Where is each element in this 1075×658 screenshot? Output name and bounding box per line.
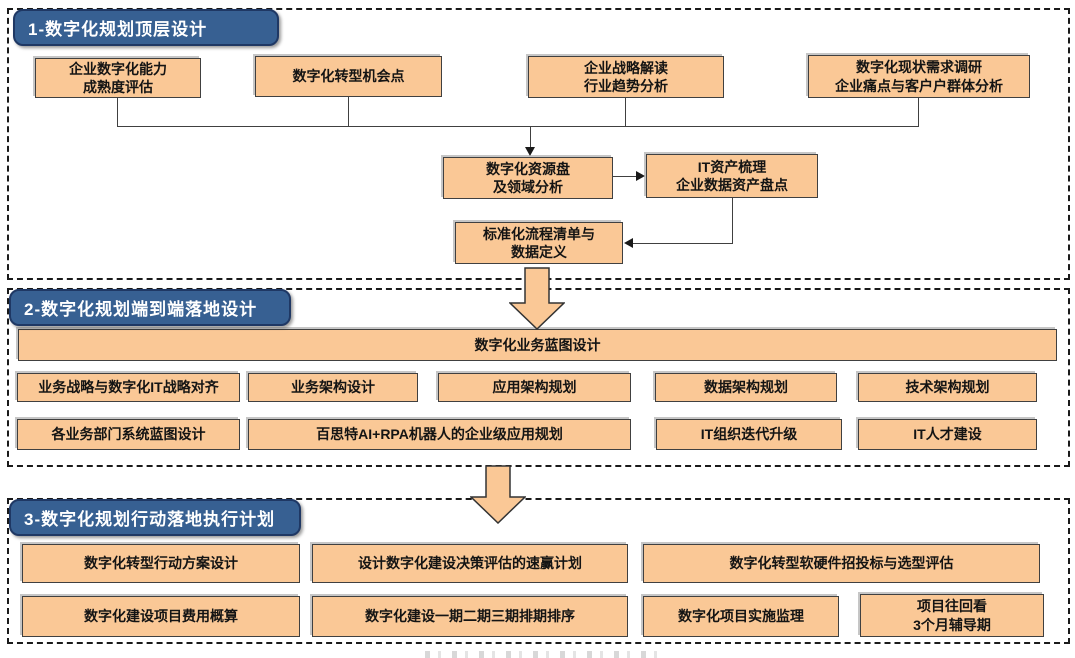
arrowhead-left-icon bbox=[624, 238, 633, 248]
box-it-org-upgrade: IT组织迭代升级 bbox=[656, 419, 842, 450]
connector-drop-4 bbox=[918, 98, 919, 126]
block-arrow-1-icon bbox=[509, 267, 565, 330]
connector-resource-to-it bbox=[613, 176, 637, 177]
connector-it-left bbox=[632, 243, 733, 244]
box-digital-capability-maturity: 企业数字化能力 成熟度评估 bbox=[35, 58, 201, 98]
connector-drop-2 bbox=[348, 97, 349, 126]
section-3-title: 3-数字化规划行动落地执行计划 bbox=[9, 499, 301, 536]
box-business-blueprint: 数字化业务蓝图设计 bbox=[18, 329, 1057, 361]
box-project-cost-estimate: 数字化建设项目费用概算 bbox=[22, 596, 300, 637]
connector-drop-1 bbox=[117, 98, 118, 126]
arrowhead-right-icon bbox=[636, 171, 645, 181]
box-phase-scheduling: 数字化建设一期二期三期排期排序 bbox=[312, 596, 628, 637]
arrowhead-down-icon bbox=[525, 147, 535, 156]
box-implementation-supervision: 数字化项目实施监理 bbox=[643, 596, 839, 637]
clipped-caption-fragment bbox=[425, 651, 660, 658]
box-ai-rpa-planning: 百思特AI+RPA机器人的企业级应用规划 bbox=[248, 419, 631, 450]
section-1-title: 1-数字化规划顶层设计 bbox=[13, 9, 279, 46]
box-bidding-selection: 数字化转型软硬件招投标与选型评估 bbox=[643, 544, 1040, 583]
section-2-title: 2-数字化规划端到端落地设计 bbox=[9, 289, 291, 326]
box-quick-win-plan: 设计数字化建设决策评估的速赢计划 bbox=[312, 544, 628, 583]
box-current-state-research: 数字化现状需求调研 企业痛点与客户户群体分析 bbox=[808, 55, 1030, 98]
box-dept-system-blueprint: 各业务部门系统蓝图设计 bbox=[17, 419, 240, 450]
box-strategy-interpretation: 企业战略解读 行业趋势分析 bbox=[528, 56, 724, 98]
box-transformation-opportunities: 数字化转型机会点 bbox=[255, 56, 442, 97]
box-it-talent: IT人才建设 bbox=[858, 419, 1037, 450]
box-business-architecture: 业务架构设计 bbox=[248, 373, 418, 402]
connector-bus bbox=[117, 126, 919, 127]
box-tech-architecture: 技术架构规划 bbox=[858, 373, 1037, 402]
box-action-plan-design: 数字化转型行动方案设计 bbox=[22, 544, 300, 583]
box-digital-resource-inventory: 数字化资源盘 及领域分析 bbox=[443, 157, 613, 199]
box-project-review-coaching: 项目往回看 3个月辅导期 bbox=[860, 594, 1044, 637]
box-it-asset-review: IT资产梳理 企业数据资产盘点 bbox=[646, 154, 818, 198]
box-standardized-process-list: 标准化流程清单与 数据定义 bbox=[455, 222, 623, 264]
connector-drop-3 bbox=[625, 98, 626, 126]
section-3-frame bbox=[7, 498, 1070, 644]
connector-it-down bbox=[732, 198, 733, 243]
connector-center-drop bbox=[530, 126, 531, 148]
box-strategy-alignment: 业务战略与数字化IT战略对齐 bbox=[17, 373, 240, 402]
block-arrow-2-icon bbox=[470, 465, 526, 524]
box-application-architecture: 应用架构规划 bbox=[438, 373, 631, 402]
box-data-architecture: 数据架构规划 bbox=[655, 373, 837, 402]
